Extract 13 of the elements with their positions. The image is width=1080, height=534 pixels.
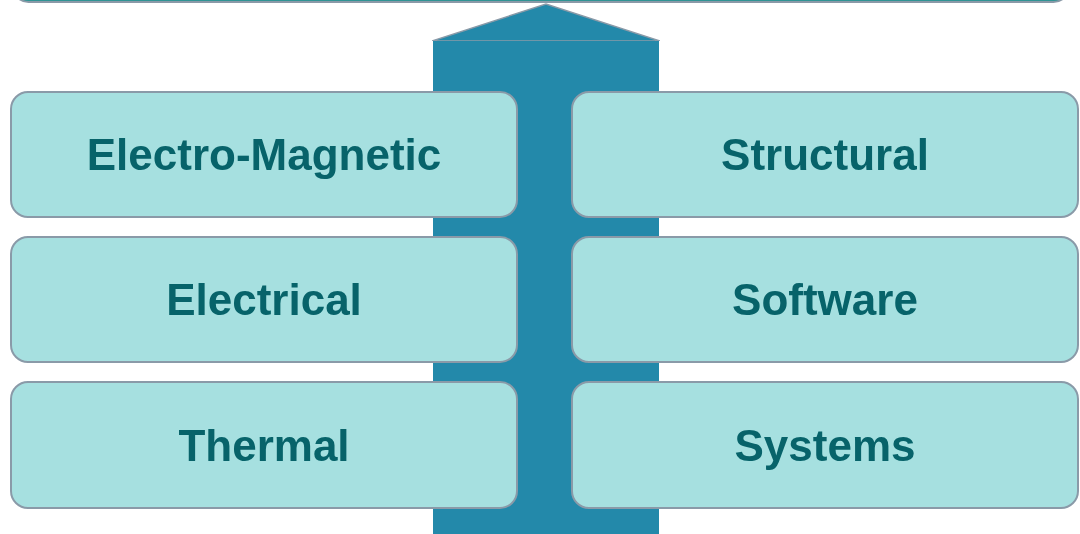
discipline-label: Structural: [721, 129, 929, 181]
discipline-label: Thermal: [178, 419, 350, 472]
discipline-label: Electrical: [166, 274, 362, 326]
discipline-label: Electro-Magnetic: [86, 129, 442, 181]
discipline-box: [10, 236, 518, 363]
discipline-box: [571, 381, 1079, 509]
discipline-label: Systems: [734, 419, 916, 472]
discipline-box: [10, 381, 518, 509]
discipline-box: [10, 91, 518, 218]
discipline-box: [571, 236, 1079, 363]
discipline-label: Software: [732, 274, 918, 326]
block-arrow: [431, 3, 661, 534]
discipline-box: [571, 91, 1079, 218]
